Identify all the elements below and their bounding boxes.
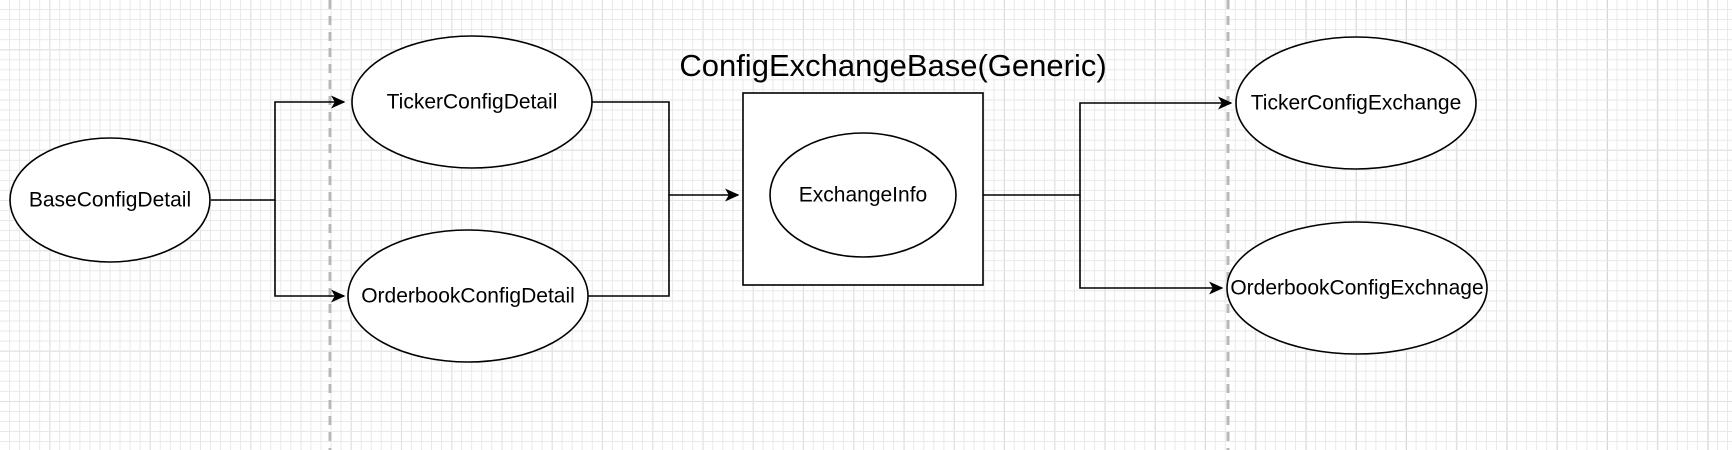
edge-base-to-orderbook-detail[interactable] [274,200,346,303]
orderbook-config-detail-label: OrderbookConfigDetail [361,285,575,308]
edge-exchange-info-to-orderbook-exchnage[interactable] [1079,195,1224,295]
exchange-info-label: ExchangeInfo [799,184,927,207]
orderbook-config-exchnage-ellipse[interactable] [1226,221,1488,355]
node-exchange-info[interactable]: ExchangeInfo [769,132,957,258]
node-orderbook-config-detail[interactable]: OrderbookConfigDetail [347,229,589,363]
node-base-config-detail[interactable]: BaseConfigDetail [9,137,211,263]
orderbook-config-detail-ellipse[interactable] [347,229,589,363]
edge-base-to-ticker-detail[interactable] [211,95,346,201]
edge-exchange-info-to-ticker-exchange[interactable] [956,96,1233,196]
exchange-info-ellipse[interactable] [769,132,957,258]
swimlane-dividers [328,0,1230,450]
group-title: ConfigExchangeBase(Generic) [679,48,1106,83]
node-ticker-config-exchange[interactable]: TickerConfigExchange [1235,36,1477,170]
node-ticker-config-detail[interactable]: TickerConfigDetail [351,35,593,169]
base-config-detail-ellipse[interactable] [9,137,211,263]
edge-ticker-detail-to-exchange-info[interactable] [592,101,740,202]
ticker-config-exchange-label: TickerConfigExchange [1251,92,1462,115]
edges-layer [211,95,1233,303]
ticker-config-detail-ellipse[interactable] [351,35,593,169]
node-orderbook-config-exchnage[interactable]: OrderbookConfigExchnage [1226,221,1488,355]
ticker-config-exchange-ellipse[interactable] [1235,36,1477,170]
edge-orderbook-detail-to-exchange-info[interactable] [588,195,670,297]
base-config-detail-label: BaseConfigDetail [29,189,191,212]
orderbook-config-exchnage-label: OrderbookConfigExchnage [1230,277,1483,300]
ticker-config-detail-label: TickerConfigDetail [387,91,558,114]
